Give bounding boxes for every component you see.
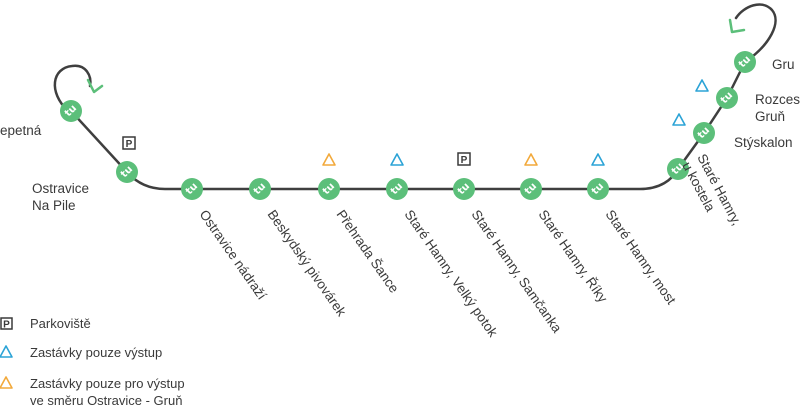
stop-most: tu	[587, 178, 609, 200]
stop-lepetna: tu	[60, 100, 82, 122]
stop-label-lepetna: epetná	[0, 123, 42, 138]
stop-ostravice-nadrazi: tu	[181, 178, 203, 200]
stop-label-rozcesti-line1: Rozces	[755, 92, 800, 107]
svg-text:P: P	[3, 320, 10, 331]
stop-label-prehrada-sance: Přehrada Šance	[334, 207, 402, 296]
exit-only-marker-velky-potok	[390, 153, 404, 166]
stop-label-na-pile-line2: Na Pile	[32, 198, 76, 213]
legend-exit-only-icon	[0, 345, 13, 358]
stop-label-styskalonka: Stýskalon	[734, 135, 793, 150]
stop-label-ostravice-nadrazi: Ostravice nádraží	[197, 207, 270, 302]
exit-only-marker-most	[591, 153, 605, 166]
exit-only-marker-styskalonka	[672, 113, 686, 126]
legend-parking-label: Parkoviště	[30, 316, 91, 331]
turnaround-loop-west	[53, 64, 92, 113]
legend-exit-direction-line1: Zastávky pouze pro výstup	[30, 376, 185, 391]
svg-text:P: P	[126, 139, 133, 150]
stop-beskydsky-pivovarek: tu	[249, 178, 271, 200]
exit-direction-marker-riky	[524, 153, 538, 166]
stop-styskalonka: tu	[693, 122, 715, 144]
exit-only-marker-rozcesti	[695, 79, 709, 92]
stop-samcanka: tu	[453, 178, 475, 200]
legend-parking-icon: P	[0, 317, 13, 331]
stop-u-kostela: tu	[667, 158, 689, 180]
stop-riky: tu	[520, 178, 542, 200]
route-line	[69, 60, 747, 191]
stop-label-na-pile-line1: Ostravice	[32, 181, 89, 196]
svg-text:P: P	[461, 155, 468, 166]
stop-label-rozcesti-line2: Gruň	[755, 109, 785, 124]
legend: P Parkoviště Zastávky pouze výstup Zastá…	[0, 316, 185, 408]
turnaround-loop-east	[734, 3, 777, 64]
legend-exit-direction-line2: ve směru Ostravice - Gruň	[30, 393, 182, 408]
stop-label-most: Staré Hamry, most	[603, 207, 679, 307]
stop-na-pile: tu	[116, 161, 138, 183]
direction-arrow-east-icon	[728, 18, 746, 34]
legend-exit-direction-icon	[0, 376, 13, 389]
exit-direction-marker-prehrada	[322, 153, 336, 166]
parking-marker-samcanka: P	[457, 152, 471, 166]
legend-exit-only-label: Zastávky pouze výstup	[30, 345, 162, 360]
stop-label-riky: Staré Hamry, Říky	[536, 207, 611, 305]
stop-rozcesti-grun: tu	[716, 87, 738, 109]
stop-label-beskydsky-pivovarek: Beskydský pivovárek	[265, 207, 350, 319]
parking-marker-na-pile: P	[122, 136, 136, 150]
stop-prehrada-sance: tu	[318, 178, 340, 200]
stop-velky-potok: tu	[386, 178, 408, 200]
stop-grun: tu	[734, 51, 756, 73]
direction-arrow-west-icon	[86, 78, 104, 94]
stop-label-grun: Gru	[772, 57, 795, 72]
